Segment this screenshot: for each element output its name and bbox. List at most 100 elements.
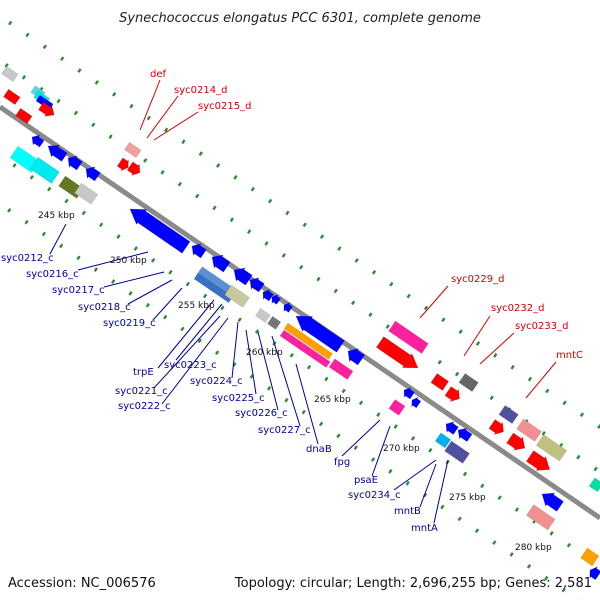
gene-label-syc0229_d[interactable]: syc0229_d bbox=[451, 274, 504, 285]
track-dot bbox=[489, 395, 494, 401]
track-dot bbox=[497, 495, 502, 501]
track-dot bbox=[12, 163, 17, 168]
gene-block bbox=[434, 432, 452, 449]
track-dot bbox=[480, 483, 485, 489]
track-dot bbox=[302, 222, 307, 228]
gene-label-syc0232_d[interactable]: syc0232_d bbox=[491, 303, 544, 314]
gene-label-mntC[interactable]: mntC bbox=[556, 350, 583, 361]
gene-label-syc0222_c[interactable]: syc0222_c bbox=[118, 401, 171, 412]
track-dot bbox=[160, 169, 165, 175]
gene-block bbox=[444, 440, 470, 464]
track-dot bbox=[237, 317, 242, 323]
gene-arrow bbox=[488, 419, 504, 435]
track-dot bbox=[370, 457, 376, 462]
gene-label-syc0224_c[interactable]: syc0224_c bbox=[190, 376, 243, 387]
gene-feature bbox=[47, 145, 68, 162]
track-dot bbox=[566, 542, 572, 548]
track-dot bbox=[215, 350, 220, 356]
track-dot bbox=[285, 210, 290, 216]
leader-line bbox=[257, 331, 279, 411]
gene-label-syc0227_c[interactable]: syc0227_c bbox=[258, 425, 311, 436]
gene-label-trpE[interactable]: trpE bbox=[133, 367, 154, 378]
track-dot bbox=[41, 231, 47, 237]
track-dot bbox=[544, 575, 549, 581]
gene-arrow bbox=[295, 315, 345, 353]
gene-label-dnaB[interactable]: dnaB bbox=[306, 444, 332, 455]
gene-block bbox=[1, 65, 19, 82]
track-dot bbox=[545, 388, 550, 394]
track-dot bbox=[215, 163, 221, 168]
gene-label-syc0233_d[interactable]: syc0233_d bbox=[515, 321, 568, 332]
gene-label-syc0218_c[interactable]: syc0218_c bbox=[78, 302, 131, 313]
track-dot bbox=[60, 56, 65, 62]
leader-line bbox=[139, 79, 161, 131]
gene-label-syc0219_c[interactable]: syc0219_c bbox=[103, 318, 156, 329]
track-dot bbox=[393, 424, 398, 429]
track-dot bbox=[164, 127, 169, 133]
gene-block bbox=[283, 322, 333, 360]
track-dot bbox=[324, 376, 329, 382]
gene-feature bbox=[457, 427, 473, 442]
gene-feature bbox=[506, 432, 526, 451]
track-dot bbox=[541, 431, 546, 436]
gene-feature bbox=[279, 329, 331, 368]
gene-block bbox=[498, 405, 519, 424]
gene-label-syc0215_d[interactable]: syc0215_d bbox=[198, 101, 251, 112]
gene-label-syc0217_c[interactable]: syc0217_c bbox=[52, 285, 105, 296]
scale-label: 275 kbp bbox=[449, 493, 486, 503]
gene-label-syc0212_c[interactable]: syc0212_c bbox=[1, 253, 54, 264]
track-dot bbox=[220, 305, 225, 311]
gene-label-syc0234_c[interactable]: syc0234_c bbox=[348, 490, 401, 501]
track-dot bbox=[318, 421, 324, 427]
gene-label-fpg[interactable]: fpg bbox=[334, 457, 350, 468]
track-dot bbox=[510, 364, 515, 370]
accession-text: Accession: NC_006576 bbox=[8, 576, 156, 591]
leader-line bbox=[153, 315, 221, 389]
track-dot bbox=[145, 302, 150, 308]
track-dot bbox=[406, 293, 411, 299]
gene-feature bbox=[15, 107, 33, 124]
gene-feature bbox=[295, 315, 345, 353]
track-dot bbox=[64, 198, 69, 204]
track-dot bbox=[437, 359, 442, 365]
gene-label-mntB[interactable]: mntB bbox=[394, 506, 421, 517]
leader-line bbox=[127, 279, 173, 305]
gene-label-psaE[interactable]: psaE bbox=[354, 475, 378, 486]
gene-block bbox=[267, 315, 282, 330]
gene-feature bbox=[525, 450, 551, 471]
gene-block bbox=[279, 329, 331, 368]
gene-label-syc0221_c[interactable]: syc0221_c bbox=[115, 386, 168, 397]
track-dot bbox=[576, 454, 581, 460]
track-dot bbox=[247, 229, 252, 234]
track-dot bbox=[423, 305, 429, 311]
gene-label-syc0226_c[interactable]: syc0226_c bbox=[235, 408, 288, 419]
gene-label-syc0214_d[interactable]: syc0214_d bbox=[174, 85, 227, 96]
track-dot bbox=[129, 103, 134, 109]
gene-feature bbox=[255, 307, 271, 323]
gene-label-syc0225_c[interactable]: syc0225_c bbox=[212, 393, 265, 404]
leader-line bbox=[271, 335, 301, 427]
track-dot bbox=[25, 32, 30, 38]
gene-feature bbox=[488, 419, 504, 435]
track-dot bbox=[264, 241, 269, 246]
track-dot bbox=[306, 364, 312, 370]
gene-feature bbox=[328, 358, 354, 380]
gene-label-def[interactable]: def bbox=[150, 69, 167, 80]
track-dot bbox=[266, 385, 272, 391]
gene-arrow bbox=[271, 293, 281, 305]
gene-arrow bbox=[541, 492, 564, 512]
gene-feature bbox=[444, 440, 470, 464]
gene-label-mntA[interactable]: mntA bbox=[411, 523, 438, 534]
track-dot bbox=[492, 540, 497, 545]
gene-feature bbox=[458, 373, 479, 392]
gene-label-syc0216_c[interactable]: syc0216_c bbox=[26, 269, 79, 280]
track-dot bbox=[440, 504, 445, 510]
leader-line bbox=[433, 459, 449, 524]
track-dot bbox=[112, 91, 117, 97]
track-dot bbox=[514, 507, 520, 512]
track-dot bbox=[94, 80, 99, 85]
leader-line bbox=[295, 363, 319, 445]
gene-label-syc0223_c[interactable]: syc0223_c bbox=[164, 360, 217, 371]
gene-block bbox=[580, 547, 600, 567]
